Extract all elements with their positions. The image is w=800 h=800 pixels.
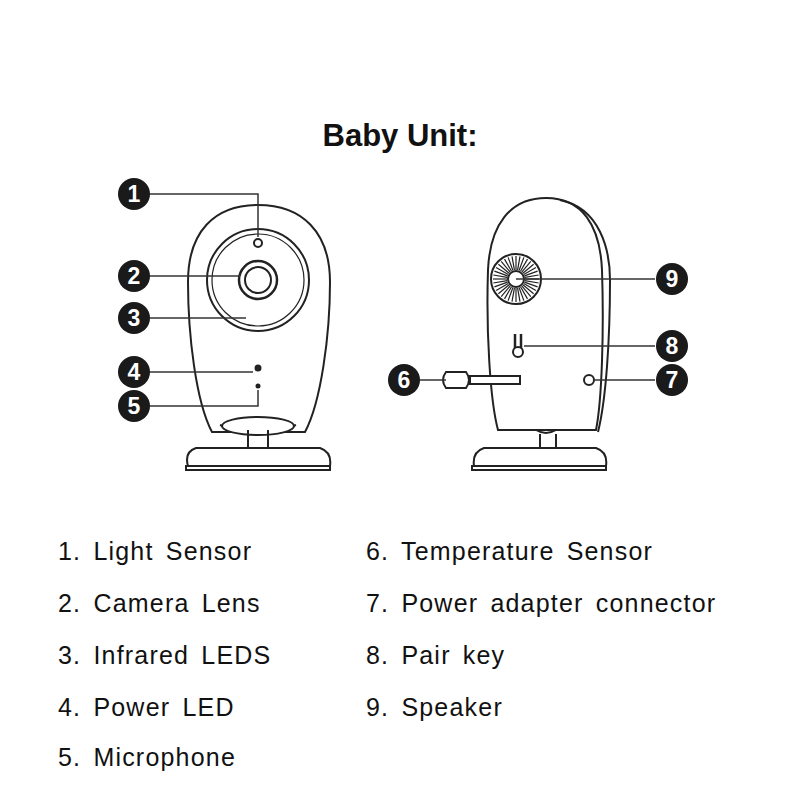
- part-name: 9. Speaker: [366, 693, 503, 722]
- callout-number: 7: [656, 364, 688, 396]
- back-unit: [443, 198, 610, 470]
- part-name: 6. Temperature Sensor: [366, 537, 653, 566]
- leader-lines: [150, 194, 655, 406]
- leader-line: [594, 379, 655, 381]
- leader-line: [150, 371, 253, 373]
- part-name: 2. Camera Lens: [58, 589, 261, 618]
- front-unit: [186, 205, 330, 470]
- speaker-ray: [525, 275, 539, 277]
- callout-number: 2: [118, 260, 150, 292]
- power-connector: [584, 375, 594, 385]
- callout-number: 1: [118, 178, 150, 210]
- back-neck: [540, 434, 556, 448]
- leader-line: [516, 278, 655, 280]
- neck: [248, 430, 268, 448]
- back-housing: [487, 198, 602, 430]
- callout-number: 5: [118, 390, 150, 422]
- power-led: [256, 366, 261, 371]
- part-name: 5. Microphone: [58, 743, 236, 772]
- callout-number: 4: [118, 356, 150, 388]
- ir-ring: [212, 234, 304, 326]
- callout-number: 8: [656, 330, 688, 362]
- leader-line: [420, 379, 446, 381]
- light-sensor: [254, 239, 262, 247]
- leader-line: [150, 275, 240, 277]
- lens-ring: [207, 229, 309, 331]
- pair-key: [513, 347, 523, 357]
- speaker-ray: [515, 256, 516, 270]
- back-bottom: [536, 430, 556, 433]
- temperature-probe: [443, 372, 469, 388]
- speaker-ray: [493, 281, 507, 283]
- speaker-ray: [493, 278, 507, 279]
- speaker-ray: [512, 256, 514, 270]
- side-edge: [560, 200, 610, 432]
- part-name: 1. Light Sensor: [58, 537, 252, 566]
- speaker-ray: [518, 288, 520, 302]
- part-name: 7. Power adapter connector: [366, 589, 716, 618]
- callout-number: 3: [118, 302, 150, 334]
- back-base: [474, 448, 607, 466]
- callout-number: 6: [388, 364, 420, 396]
- camera-lens: [239, 261, 277, 299]
- part-name: 4. Power LED: [58, 693, 235, 722]
- part-name: 8. Pair key: [366, 641, 505, 670]
- lens-inner: [245, 267, 271, 293]
- leader-line: [150, 317, 246, 319]
- speaker-ray: [515, 288, 516, 302]
- part-name: 3. Infrared LEDS: [58, 641, 271, 670]
- sensor-cable: [470, 376, 520, 384]
- leader-line: [150, 390, 258, 406]
- front-base: [187, 448, 330, 466]
- base-edge: [186, 466, 330, 470]
- leader-line: [524, 345, 655, 347]
- diagram-title: Baby Unit:: [0, 118, 800, 154]
- neck-ring: [222, 417, 294, 435]
- back-base-edge: [472, 466, 606, 470]
- microphone: [257, 385, 260, 388]
- callout-number: 9: [656, 263, 688, 295]
- leader-line: [150, 194, 258, 237]
